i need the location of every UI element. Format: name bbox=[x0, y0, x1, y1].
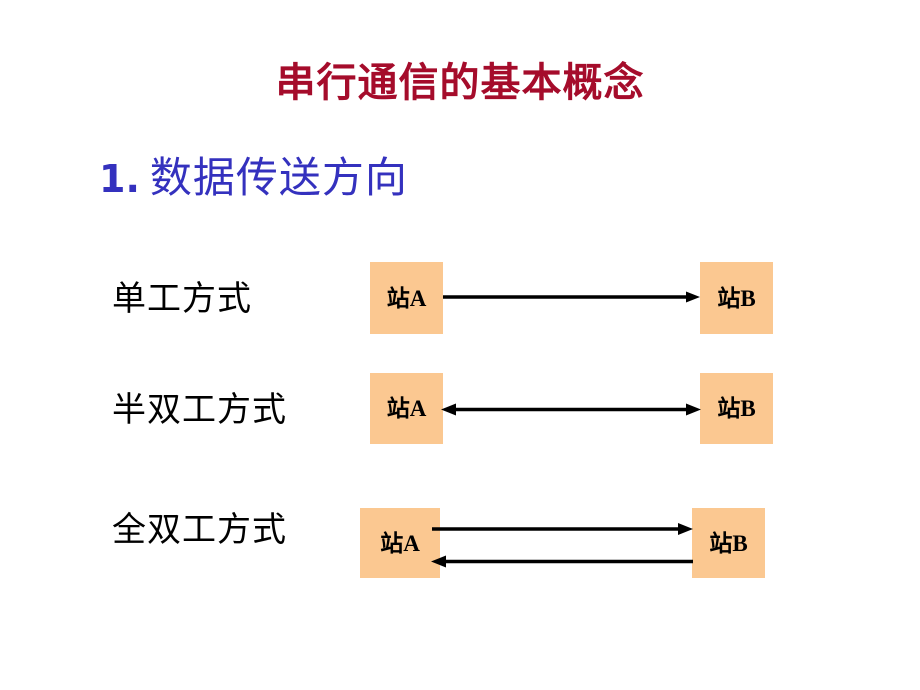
row-label-half-duplex: 半双工方式 bbox=[112, 392, 287, 429]
station-label-a: 站A bbox=[386, 285, 427, 311]
station-label-a: 站A bbox=[380, 530, 420, 556]
station-box-a-simplex: 站A bbox=[370, 262, 443, 334]
arrowhead-right-icon bbox=[686, 403, 701, 416]
section-number: 1. bbox=[99, 157, 140, 201]
row-label-full-duplex: 全双工方式 bbox=[112, 512, 287, 549]
station-label-b: 站B bbox=[717, 396, 756, 421]
section-title: 数据传送方向 bbox=[149, 156, 408, 202]
station-box-b-half-duplex: 站B bbox=[700, 373, 773, 444]
arrowhead-right-icon bbox=[686, 291, 700, 303]
station-label-b: 站B bbox=[717, 285, 756, 311]
station-box-b-full-duplex: 站B bbox=[692, 508, 765, 578]
station-box-a-full-duplex: 站A bbox=[360, 508, 440, 578]
row-label-simplex: 单工方式 bbox=[112, 281, 252, 318]
section-heading: 1. 数据传送方向 bbox=[99, 158, 408, 200]
station-box-b-simplex: 站B bbox=[700, 262, 773, 334]
station-label-a: 站A bbox=[386, 396, 427, 421]
arrowhead-right-icon bbox=[678, 523, 693, 535]
station-box-a-half-duplex: 站A bbox=[370, 373, 443, 444]
arrowhead-left-icon bbox=[441, 403, 456, 416]
station-label-b: 站B bbox=[709, 530, 748, 556]
page-title: 串行通信的基本概念 bbox=[275, 60, 645, 106]
